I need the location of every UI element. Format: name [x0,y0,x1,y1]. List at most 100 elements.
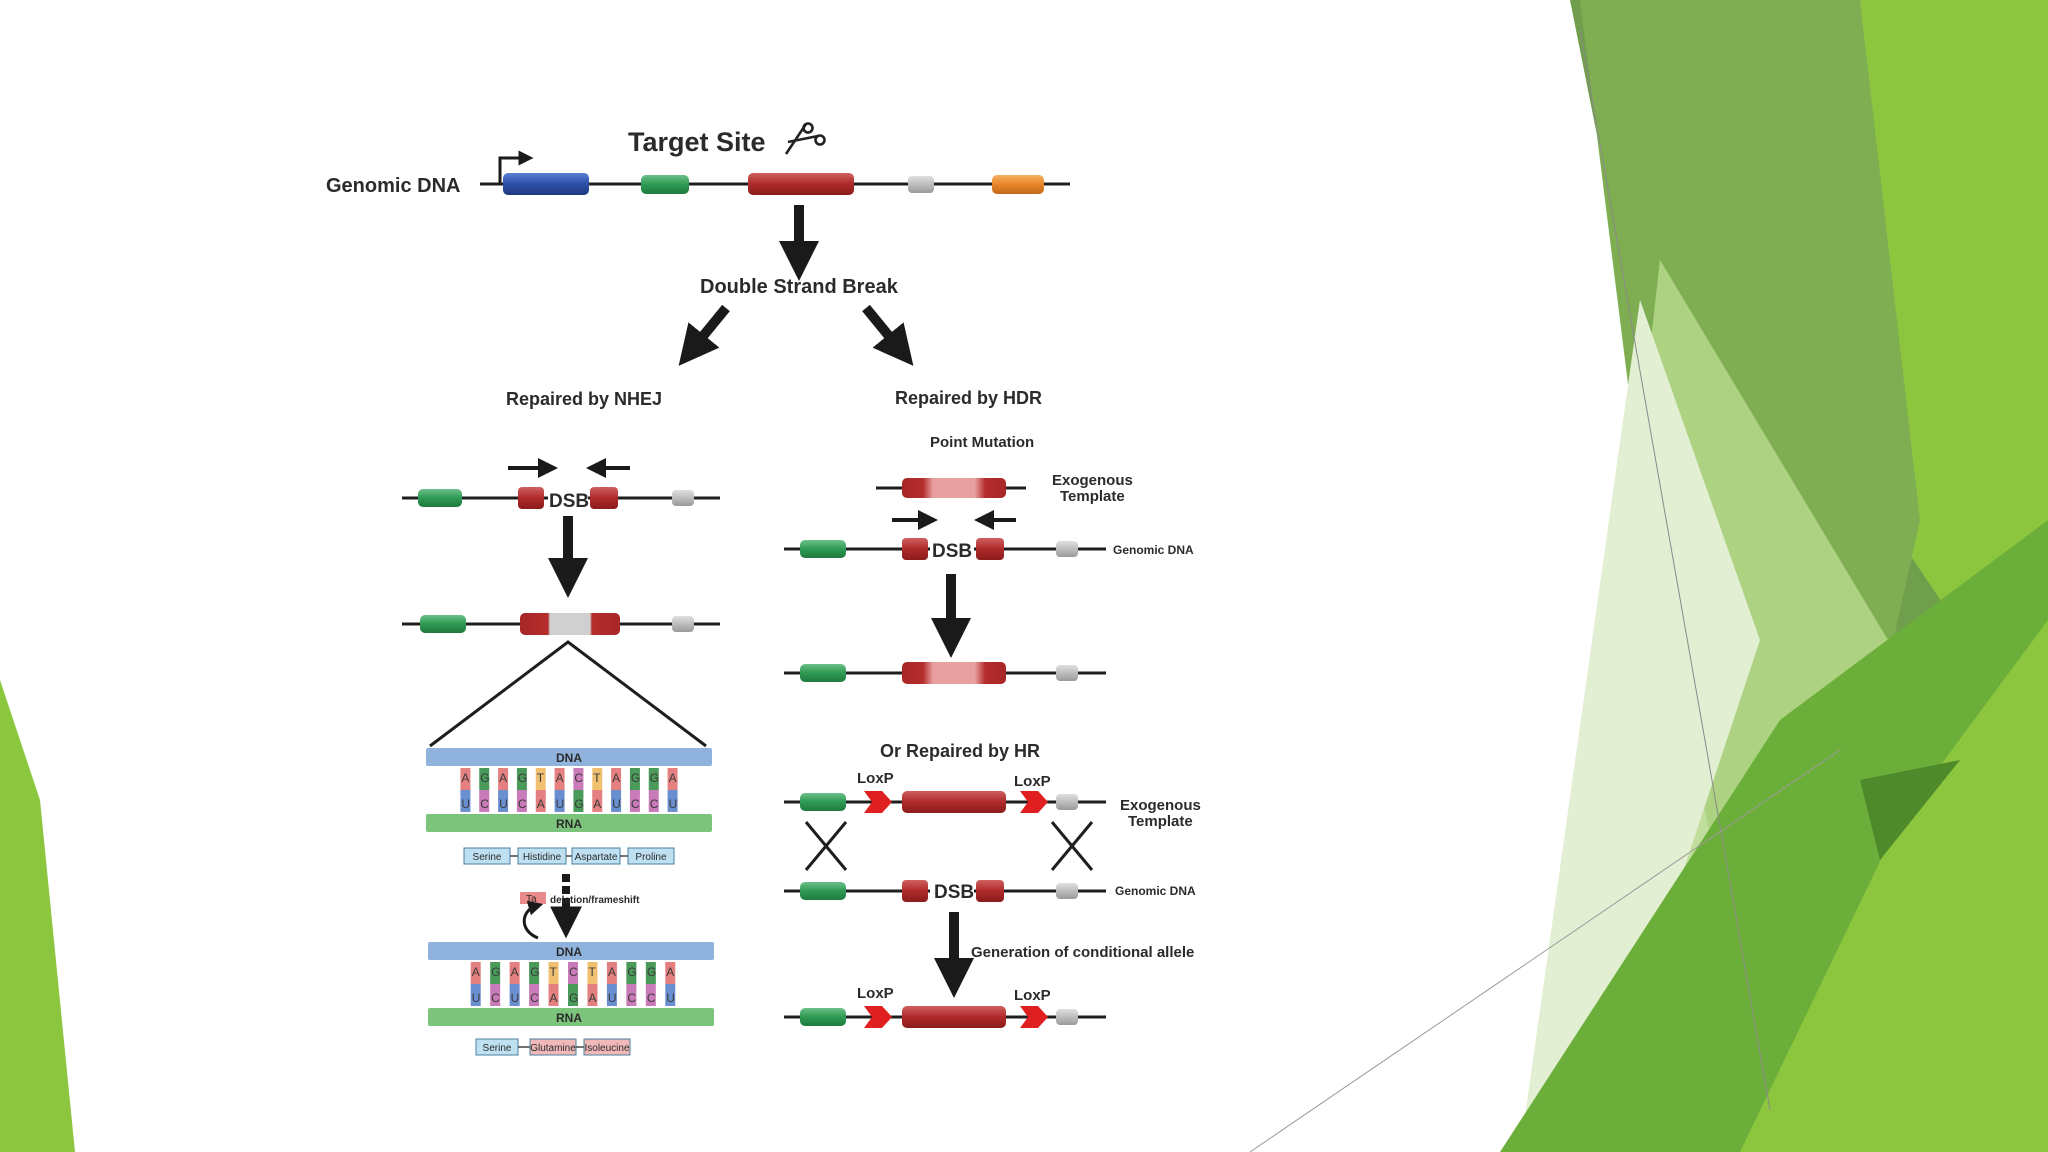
genomic-dna-label: Genomic DNA [326,175,460,197]
seq2-rna-base [490,984,501,1006]
hr-final-grey [1056,1009,1078,1025]
amino-before-label: Histidine [523,852,562,863]
seq2-rna-letter: C [530,991,539,1005]
seq2-rna-letter: C [627,991,636,1005]
seq1-dna-base [573,768,584,790]
hr-dsb-label: DSB [934,882,974,903]
seq1-dna-letter: G [650,771,659,785]
dash-2 [562,886,570,894]
seq2-rna-base [665,984,676,1006]
seq1-dna-base [648,768,659,790]
hdr-exogenous-label-2: Template [1060,488,1125,505]
deletion-frameshift-label: deletion/frameshift [550,895,640,906]
exon-red-target [748,173,854,195]
hdr-genomic-dna-label: Genomic DNA [1113,543,1194,557]
seq1-dna-base [535,768,546,790]
deletion-chip-text: Ta [526,894,537,905]
amino-after-label: Glutamine [530,1043,576,1054]
seq1-dna-letter: A [499,771,507,785]
seq1-rna-base [535,790,546,812]
seq2-dna-base [470,962,481,984]
seq1-rna-base [592,790,603,812]
loxp-site-1 [864,791,892,813]
hdr-exon-green [800,540,846,558]
seq1-rna-base [460,790,471,812]
hdr-repaired-exon [902,662,1006,684]
seq1-dna-base [629,768,640,790]
nhej-exon-green [418,489,462,507]
seq2-dna-letter: G [627,965,636,979]
hdr-dsb-gap [930,537,974,561]
seq1-dna-base [592,768,603,790]
seq1-dna-letter: G [518,771,527,785]
hr-exogenous-label-1: Exogenous [1120,797,1201,814]
nhej-dsb-label: DSB [549,491,589,512]
seq2-dna-base [665,962,676,984]
rna-bar-2 [428,1008,714,1026]
seq2-dna-base [606,962,617,984]
seq1-dna-base [498,768,509,790]
seq1-rna-base [516,790,527,812]
promoter-arrow-icon [498,150,534,183]
crossover-left-icon [804,821,848,871]
hr-break-left [902,880,928,902]
seq1-rna-base [611,790,622,812]
seq2-dna-letter: T [550,965,558,979]
nhej-indel-exon [520,613,620,635]
seq1-rna-base [479,790,490,812]
loxp-label-4: LoxP [1014,987,1051,1004]
seq1-rna-letter: U [669,797,678,811]
hr-template-exon [902,791,1006,813]
hr-dsb-gap [930,879,974,903]
loxp-site-4 [1020,1006,1048,1028]
curved-arrow-icon [522,900,544,940]
arrow-to-hdr [862,304,914,366]
seq1-dna-letter: A [556,771,564,785]
amino-after-label: Isoleucine [584,1043,629,1054]
seq1-dna-letter: T [593,771,601,785]
nhej-repaired-green [420,615,466,633]
seq2-rna-letter: A [550,991,558,1005]
seq2-rna-base [548,984,559,1006]
seq1-rna-letter: A [537,797,545,811]
loxp-site-2 [1020,791,1048,813]
seq2-rna-base [587,984,598,1006]
nhej-label: Repaired by NHEJ [506,389,662,409]
hr-exogenous-label-2: Template [1128,813,1193,830]
hr-final-exon [902,1006,1006,1028]
hdr-pathway: Point Mutation Exogenous Template DSB Ge… [784,434,1201,1028]
seq1-dna-base [516,768,527,790]
seq1-dna-letter: G [631,771,640,785]
amino-acids-2: Serine Glutamine Isoleucine [475,1038,631,1056]
hdr-repaired-green [800,664,846,682]
seq2-rna-letter: U [608,991,617,1005]
seq2-rna-letter: G [569,991,578,1005]
amino-after-label: Serine [483,1043,512,1054]
point-mutation-label: Point Mutation [930,434,1034,451]
hdr-repaired-grey [1056,665,1078,681]
hr-genomic-dna-label: Genomic DNA [1115,884,1196,898]
arrow-to-nhej [678,304,730,366]
double-strand-break-label: Double Strand Break [700,276,899,298]
seq2-dna-base [587,962,598,984]
seq1-rna-letter: C [631,797,640,811]
seq2-dna-letter: G [530,965,539,979]
hdr-template-exon [902,478,1006,498]
seq2-rna-base [470,984,481,1006]
zoom-lines [429,640,707,748]
seq1-dna-base [611,768,622,790]
hdr-break-left [902,538,928,560]
right-green-panel [1249,0,2048,1152]
scissors-icon [784,122,826,155]
conditional-allele-label: Generation of conditional allele [971,944,1194,961]
seq1-dna-letter: A [461,771,469,785]
loxp-label-2: LoxP [1014,773,1051,790]
loxp-site-3 [864,1006,892,1028]
hr-template-green [800,793,846,811]
rna-bar-2-label: RNA [556,1011,582,1025]
amino-before-label: Aspartate [575,852,618,863]
nhej-exon-grey [672,490,694,506]
hdr-break-right [976,538,1004,560]
